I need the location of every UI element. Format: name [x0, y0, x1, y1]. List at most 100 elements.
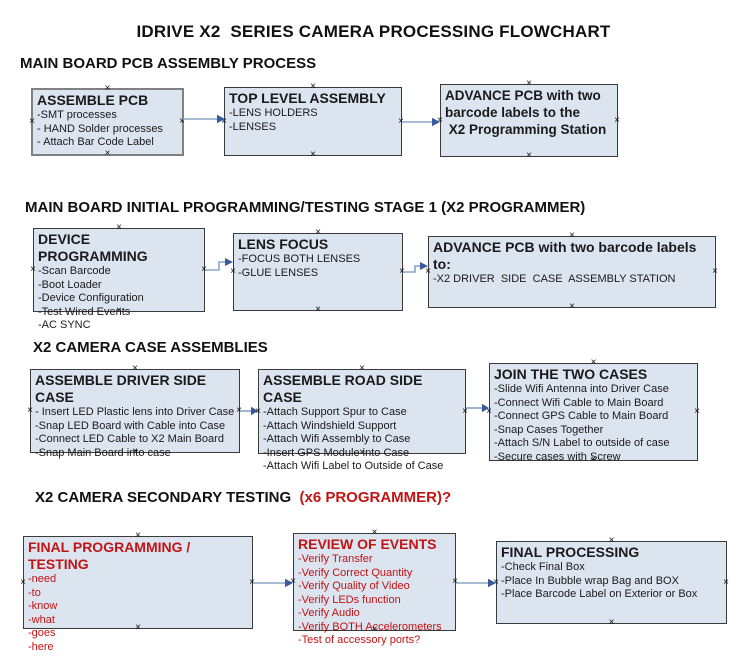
connection-point-icon: × [614, 114, 620, 126]
box-item: -Snap Main Board into case [35, 446, 171, 459]
flow-box-final-processing: ×××× FINAL PROCESSING -Check Final Box -… [493, 536, 729, 628]
section-header-text: X2 CAMERA CASE ASSEMBLIES [33, 339, 268, 356]
section-header-text: MAIN BOARD INITIAL PROGRAMMING/TESTING S… [25, 199, 586, 216]
box-title: TOP LEVEL ASSEMBLY [229, 90, 386, 106]
box-title: DEVICE PROGRAMMING [38, 231, 148, 264]
box-item: -Verify Quality of Video [298, 580, 410, 592]
box-item: - HAND Solder processes [37, 122, 163, 135]
box-item: -Device Configuration [38, 292, 144, 304]
section-header-pcb-assembly: MAIN BOARD PCB ASSEMBLY PROCESS [20, 55, 316, 72]
flow-box-advance-pcb-programming-station: ×××× ADVANCE PCB with two barcode labels… [437, 79, 620, 161]
box-item: -Secure cases with Screw [494, 450, 621, 463]
box-item: -SMT processes [37, 109, 117, 121]
flow-box-lens-focus: ×××× LENS FOCUS -FOCUS BOTH LENSES -GLUE… [230, 228, 405, 315]
box-title: ASSEMBLE PCB [37, 92, 149, 108]
box-item: -Check Final Box [501, 561, 585, 573]
box-item: -Test Wired Events [38, 305, 131, 318]
connection-point-icon: × [694, 406, 700, 417]
section-header-case-assemblies: X2 CAMERA CASE ASSEMBLIES [33, 339, 268, 356]
box-title: ADVANCE PCB with two barcode labels to t… [445, 88, 607, 137]
connection-point-icon: × [608, 617, 615, 628]
flow-arrow [240, 406, 258, 416]
box-item: -Connect GPS Cable to Main Board [494, 410, 669, 422]
box-item: -Verify LEDs function [298, 593, 401, 606]
section-header-text: X2 CAMERA SECONDARY TESTING [35, 489, 300, 506]
box-item: -LENSES [229, 120, 277, 133]
flow-arrow-elbow [205, 258, 233, 271]
box-item: -Verify BOTH Accelerometers [298, 620, 442, 633]
box-item: -FOCUS BOTH LENSES [238, 253, 361, 265]
flow-arrow-elbow [403, 262, 428, 273]
box-item: -Snap LED Board with Cable into Case [35, 419, 226, 432]
box-item: -GLUE LENSES [238, 266, 319, 279]
flow-box-advance-pcb-driver-side-station: ×××× ADVANCE PCB with two barcode labels… [425, 231, 718, 312]
box-title: REVIEW OF EVENTS [298, 536, 437, 552]
box-item: -Verify Audio [298, 607, 360, 619]
box-item: -Place In Bubble wrap Bag and BOX [501, 574, 679, 587]
box-item: - Insert LED Plastic lens into Driver Ca… [35, 406, 235, 418]
box-item: -Insert GPS Module into Case [263, 446, 410, 459]
box-item: -AC SYNC [38, 319, 91, 331]
connection-point-icon: × [29, 116, 35, 127]
connection-point-icon: × [526, 150, 532, 161]
flow-arrow [466, 403, 489, 413]
box-item: -Connect LED Cable to X2 Main Board [35, 433, 224, 445]
box-item: -Boot Loader [38, 278, 102, 291]
box-item: -Place Barcode Label on Exterior or Box [501, 588, 698, 600]
box-item: -Snap Cases Together [494, 423, 604, 436]
connection-point-icon: × [723, 576, 729, 588]
flow-box-assemble-driver-side-case: ×××× ASSEMBLE DRIVER SIDE CASE - Insert … [27, 364, 242, 459]
box-item: -Connect Wifi Cable to Main Board [494, 396, 664, 409]
box-item: -LENS HOLDERS [229, 107, 318, 119]
connection-point-icon: × [20, 576, 26, 588]
connection-point-icon: × [30, 264, 36, 275]
box-item: -goes [28, 627, 56, 639]
box-item: -Slide Wifi Antenna into Driver Case [494, 383, 669, 395]
box-item: -know [28, 600, 58, 612]
flow-box-device-programming: ×××× DEVICE PROGRAMMING -Scan Barcode -B… [30, 223, 207, 332]
connection-point-icon: × [712, 266, 718, 277]
box-title: ASSEMBLE DRIVER SIDE CASE [35, 372, 211, 405]
box-item: -what [28, 613, 55, 626]
box-item: -Verify Correct Quantity [298, 566, 413, 579]
section-header-secondary-testing: X2 CAMERA SECONDARY TESTING (x6 PROGRAMM… [35, 489, 451, 506]
box-title: ADVANCE PCB with two barcode labels to: [433, 239, 701, 272]
flow-arrow [402, 117, 440, 127]
box-item: -Attach Wifi Label to Outside of Case [263, 460, 444, 472]
flow-box-join-the-two-cases: ×××× JOIN THE TWO CASES -Slide Wifi Ante… [486, 358, 700, 465]
flow-box-review-of-events: ×××× REVIEW OF EVENTS -Verify Transfer -… [290, 528, 458, 647]
box-item: -Scan Barcode [38, 265, 111, 277]
connection-point-icon: × [310, 149, 316, 160]
section-header-text: MAIN BOARD PCB ASSEMBLY PROCESS [20, 55, 317, 72]
connection-point-icon: × [27, 405, 33, 416]
box-title: FINAL PROGRAMMING / TESTING [28, 539, 195, 572]
box-item: -Verify Transfer [298, 553, 373, 565]
flow-box-assemble-pcb: ×××× ASSEMBLE PCB -SMT processes - HAND … [29, 84, 185, 159]
box-title: LENS FOCUS [238, 236, 329, 252]
box-item: -Attach Support Spur to Case [263, 406, 407, 418]
box-item: -Attach S/N Label to outside of case [494, 437, 670, 449]
flow-box-final-programming-testing: ×××× FINAL PROGRAMMING / TESTING -need -… [20, 531, 255, 653]
section-header-red-text: (x6 PROGRAMMER)? [299, 489, 452, 506]
flow-arrow [183, 114, 225, 124]
flow-arrow [253, 578, 293, 588]
section-header-initial-programming: MAIN BOARD INITIAL PROGRAMMING/TESTING S… [25, 199, 585, 216]
page-title: IDRIVE X2 SERIES CAMERA PROCESSING FLOWC… [136, 22, 611, 41]
box-title: JOIN THE TWO CASES [494, 366, 648, 382]
box-item: - Attach Bar Code Label [37, 136, 154, 148]
box-title: FINAL PROCESSING [501, 544, 640, 560]
connection-point-icon: × [569, 301, 575, 312]
flow-arrow [456, 578, 496, 588]
connection-point-icon: × [104, 148, 111, 159]
box-item: -to [28, 586, 41, 599]
flow-box-top-level-assembly: ×××× TOP LEVEL ASSEMBLY -LENS HOLDERS -L… [221, 82, 404, 160]
box-item: -Test of accessory ports? [298, 634, 421, 646]
box-item: -Attach Windshield Support [263, 419, 397, 432]
box-item: -need [28, 573, 57, 585]
connection-point-icon: × [315, 304, 321, 315]
box-title: ASSEMBLE ROAD SIDE CASE [263, 372, 427, 405]
box-item: -X2 DRIVER SIDE CASE ASSEMBLY STATION [433, 273, 676, 285]
flow-box-assemble-road-side-case: ×××× ASSEMBLE ROAD SIDE CASE -Attach Sup… [255, 364, 468, 473]
box-item: -Attach Wifi Assembly to Case [263, 433, 411, 445]
